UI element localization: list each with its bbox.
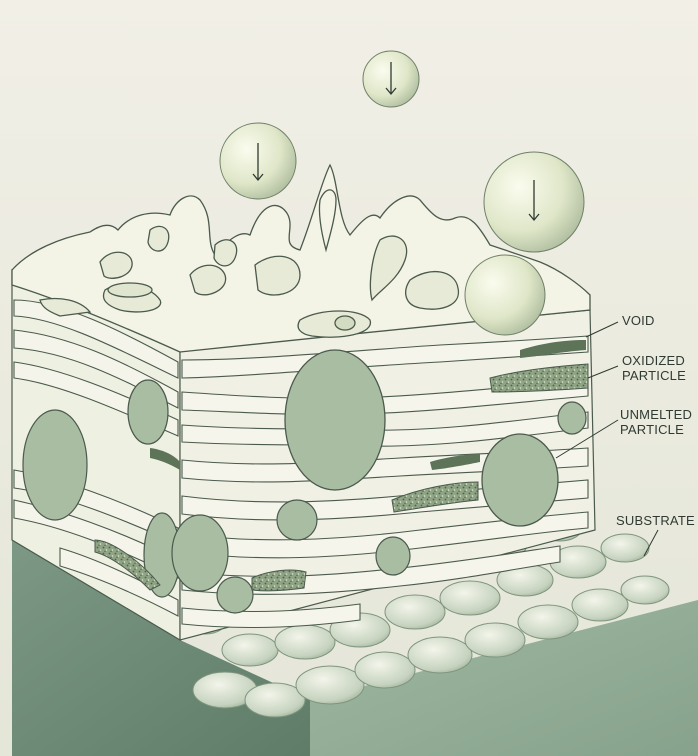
falling-droplet-2 (220, 123, 296, 199)
unmelted-particle (482, 434, 558, 526)
label-unmelted-line2: PARTICLE (620, 422, 684, 437)
falling-droplet-3 (484, 152, 584, 252)
landing-droplet (465, 255, 545, 335)
unmelted-particle-large (285, 350, 385, 490)
falling-droplet-1 (363, 51, 419, 107)
unmelted-particle-left (23, 410, 87, 520)
label-void-text: VOID (622, 313, 655, 328)
label-substrate-text: SUBSTRATE (616, 513, 695, 528)
label-oxidized-line2: PARTICLE (622, 368, 686, 383)
label-unmelted-line1: UNMELTED (620, 407, 692, 422)
label-oxidized-line1: OXIDIZED (622, 353, 685, 368)
